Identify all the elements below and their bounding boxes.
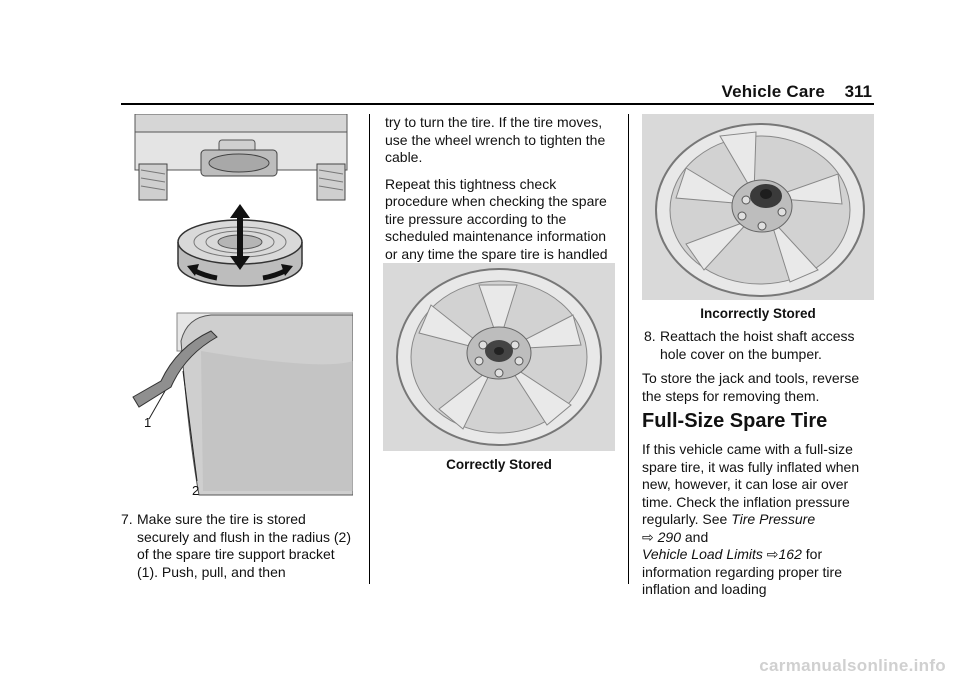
section-title: Vehicle Care bbox=[721, 82, 825, 101]
tire-rotation-illustration bbox=[134, 113, 348, 287]
column-divider-1 bbox=[369, 114, 370, 584]
page-ref-arrow-icon: ⇨ bbox=[766, 546, 779, 562]
wheel-incorrect-illustration bbox=[655, 123, 865, 297]
step-number: 7. bbox=[121, 511, 133, 527]
step-number: 8. bbox=[644, 328, 656, 344]
link-page-162[interactable]: 162 bbox=[778, 546, 802, 562]
store-jack-paragraph: To store the jack and tools, reverse the… bbox=[642, 370, 876, 414]
page-number: 311 bbox=[844, 82, 872, 101]
paragraph: try to turn the tire. If the tire moves,… bbox=[385, 114, 606, 165]
link-vehicle-load-limits[interactable]: Vehicle Load Limits bbox=[642, 546, 763, 562]
column-divider-2 bbox=[628, 114, 629, 584]
step-8: 8. Reattach the hoist shaft access hole … bbox=[644, 328, 876, 363]
watermark-strip: carmanualsonline.info bbox=[0, 650, 960, 678]
wheel-correct-illustration bbox=[396, 268, 602, 446]
header-rule bbox=[121, 103, 874, 105]
watermark: carmanualsonline.info bbox=[759, 656, 946, 675]
step-text: Make sure the tire is stored securely an… bbox=[137, 511, 351, 580]
bracket-illustration bbox=[132, 312, 354, 496]
caption-incorrectly-stored: Incorrectly Stored bbox=[700, 306, 816, 321]
callout-2: 2 bbox=[192, 483, 200, 498]
page-header: Vehicle Care 311 bbox=[0, 0, 960, 110]
section-heading: Full-Size Spare Tire bbox=[642, 410, 828, 432]
figure-bracket: 1 2 bbox=[121, 311, 354, 501]
figure-tire-rotation bbox=[121, 113, 353, 299]
step-7: 7. Make sure the tire is stored securely… bbox=[121, 511, 359, 581]
paragraph-text: If this vehicle came with a full-size sp… bbox=[642, 441, 860, 527]
full-size-spare-paragraph: If this vehicle came with a full-size sp… bbox=[642, 441, 876, 608]
page-ref-arrow-icon: ⇨ bbox=[642, 528, 654, 545]
paragraph-text: for information regarding proper tire in… bbox=[642, 546, 842, 597]
link-tire-pressure[interactable]: Tire Pressure bbox=[731, 511, 816, 527]
figure-incorrectly-stored bbox=[642, 114, 874, 300]
callout-1: 1 bbox=[144, 415, 152, 430]
paragraph: To store the jack and tools, reverse the… bbox=[642, 370, 860, 404]
step-text: Reattach the hoist shaft access hole cov… bbox=[660, 328, 855, 362]
figure-correctly-stored bbox=[383, 263, 615, 451]
paragraph-text: and bbox=[680, 528, 709, 545]
caption-correctly-stored: Correctly Stored bbox=[446, 457, 552, 472]
link-page-290[interactable]: 290 bbox=[657, 528, 681, 545]
